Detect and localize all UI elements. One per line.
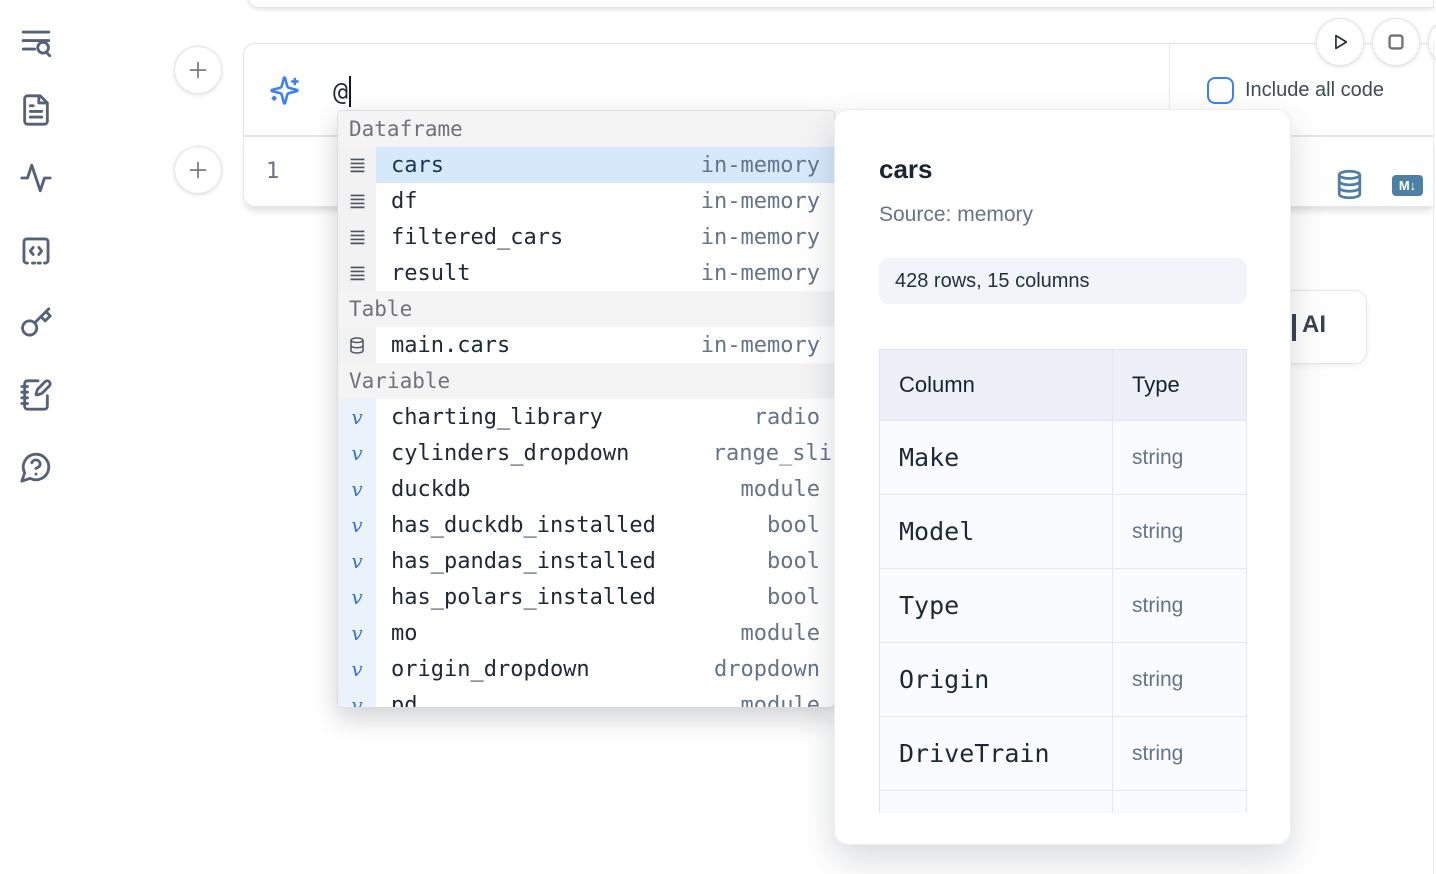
rows-icon bbox=[338, 255, 376, 291]
sparkles-icon bbox=[269, 75, 300, 106]
variable-icon: v bbox=[338, 579, 376, 615]
ai-button-label: AI bbox=[1302, 311, 1326, 338]
ai-prompt-input[interactable]: @ bbox=[333, 73, 352, 109]
section-header-dataframe: Dataframe bbox=[338, 111, 834, 147]
markdown-convert-button[interactable]: M↓ bbox=[1392, 175, 1423, 196]
divider bbox=[1169, 44, 1170, 135]
variable-icon: v bbox=[338, 435, 376, 471]
rows-icon bbox=[338, 147, 376, 183]
text-search-icon[interactable] bbox=[19, 25, 53, 59]
include-all-code-checkbox[interactable] bbox=[1207, 77, 1234, 104]
prompt-value: @ bbox=[333, 76, 349, 106]
notebook-pen-icon[interactable] bbox=[19, 378, 53, 412]
play-icon bbox=[1335, 34, 1348, 50]
clipped-letter bbox=[1292, 314, 1296, 341]
add-cell-button-top[interactable] bbox=[174, 46, 222, 94]
activity-icon[interactable] bbox=[19, 161, 53, 195]
schema-header-type: Type bbox=[1132, 372, 1180, 397]
variable-icon: v bbox=[338, 687, 376, 707]
variable-icon: v bbox=[338, 471, 376, 507]
preview-source: Source: memory bbox=[879, 203, 1034, 226]
variable-icon: v bbox=[338, 543, 376, 579]
rows-icon bbox=[338, 183, 376, 219]
table-row: DriveTrain string bbox=[880, 716, 1246, 790]
stop-icon bbox=[1388, 34, 1404, 50]
key-icon[interactable] bbox=[19, 306, 53, 340]
help-chat-icon[interactable] bbox=[19, 450, 53, 484]
text-caret bbox=[349, 75, 352, 107]
run-cell-button[interactable] bbox=[1316, 18, 1364, 66]
include-all-code-label: Include all code bbox=[1245, 79, 1384, 101]
variable-icon: v bbox=[338, 399, 376, 435]
variable-icon: v bbox=[338, 615, 376, 651]
variable-icon: v bbox=[338, 507, 376, 543]
file-text-icon[interactable] bbox=[19, 93, 53, 127]
section-header-table: Table bbox=[338, 291, 834, 327]
database-icon bbox=[338, 327, 376, 363]
section-header-variable: Variable bbox=[338, 363, 834, 399]
add-cell-button-bottom[interactable] bbox=[174, 146, 222, 194]
helper-sidebar bbox=[0, 0, 72, 874]
previous-cell-edge bbox=[247, 0, 1434, 8]
variable-icon: v bbox=[338, 651, 376, 687]
stop-button[interactable] bbox=[1372, 18, 1420, 66]
rows-icon bbox=[338, 219, 376, 255]
viewport-edge bbox=[1433, 43, 1434, 874]
preview-shape-badge: 428 rows, 15 columns bbox=[879, 258, 1247, 304]
table-row: Make string bbox=[880, 420, 1246, 494]
schema-header-column: Column bbox=[880, 350, 1113, 420]
preview-schema-table: Column Type Make string Model string Typ… bbox=[879, 349, 1247, 813]
schema-header-row: Column Type bbox=[880, 350, 1246, 420]
table-row: Type string bbox=[880, 568, 1246, 642]
dataframe-preview-panel: cars Source: memory 428 rows, 15 columns… bbox=[834, 109, 1291, 845]
line-number: 1 bbox=[266, 159, 280, 184]
preview-title: cars bbox=[879, 154, 933, 184]
database-icon[interactable] bbox=[1335, 168, 1364, 201]
table-row bbox=[880, 790, 1246, 813]
code-snippet-icon[interactable] bbox=[19, 234, 53, 268]
table-row: Model string bbox=[880, 494, 1246, 568]
table-row: Origin string bbox=[880, 642, 1246, 716]
